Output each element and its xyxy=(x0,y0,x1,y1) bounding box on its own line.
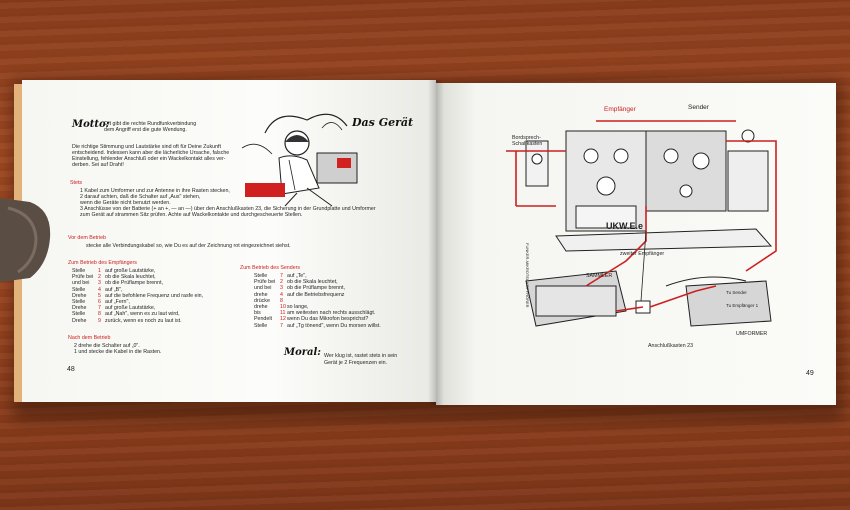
col1-step-text: auf große Lautstärke, xyxy=(105,268,156,274)
col2-word: drücke xyxy=(254,297,270,304)
col1-step-number: 7 xyxy=(98,305,101,312)
col1-step-number: 1 xyxy=(98,268,101,274)
cartoon-illustration xyxy=(241,113,358,207)
label-to-empfaenger: Tu Empfänger 1 xyxy=(726,303,759,308)
col1-step-number: 9 xyxy=(98,317,101,324)
after-line-2: 1 und stecke die Kabel in die Rasten. xyxy=(74,349,162,355)
col1-step-number: 3 xyxy=(98,280,101,287)
section-stets-title: Stets xyxy=(70,180,83,186)
col2-step-number: 8 xyxy=(280,297,283,304)
col1-step-number: 8 xyxy=(98,311,101,318)
col1-word: Prüfe bei xyxy=(72,274,94,281)
col1-step-text: ob die Skala leuchtet, xyxy=(105,274,156,281)
stets-line-1: 1 Kabel zum Umformer und zur Antenne in … xyxy=(80,188,230,194)
col2-word: Pendelt xyxy=(254,316,272,323)
intro-line-2: entscheidend. Indessen kann aber die läc… xyxy=(72,150,230,156)
col1-word: Stelle xyxy=(72,299,86,305)
col1-word: Drehe xyxy=(72,305,87,312)
stets-line-3: wenn die Geräte nicht benutzt werden. xyxy=(80,200,171,206)
stets-line-4: 3 Anschlüsse von der Batterie (+ an +, —… xyxy=(80,206,376,212)
book-gutter xyxy=(428,80,444,405)
right-page-number: 49 xyxy=(806,370,814,377)
col1-step-text: ob die Prüflampe brennt, xyxy=(105,280,164,287)
col1-step-text: auf große Lautstärke, xyxy=(105,305,156,312)
device-code: UKW.E.e xyxy=(606,221,644,231)
col2-title: Zum Betrieb des Senders xyxy=(240,265,301,271)
col1-step-number: 6 xyxy=(98,299,101,305)
after-line-1: 2 drehe die Schalter auf „0". xyxy=(74,343,140,349)
right-page: Empfänger Sender Bordsprech- Schaltkaste… xyxy=(436,83,836,405)
col2-step-number: 10 xyxy=(280,304,286,310)
motto-line-1: Oft gibt die rechte Rundfunkverbindung xyxy=(104,121,197,127)
label-sammler: SAMMLER xyxy=(586,273,613,279)
label-umformer: UMFORMER xyxy=(736,331,768,337)
label-funker: FUNKER-MIKROTEL KOPFHÖRER xyxy=(525,243,530,308)
label-sender: Sender xyxy=(688,104,709,111)
motto-line-2: dem Angriff erst die gute Wendung. xyxy=(104,127,187,133)
col2-step-text: auf „Te", xyxy=(287,273,307,279)
col1-word: Drehe xyxy=(72,317,87,324)
col2-step-text: auf „Tg tönend", wenn Du morsen willst. xyxy=(287,322,381,329)
vor-text: stecke alle Verbindungskabel so, wie Du … xyxy=(86,243,291,249)
col2-word: Stelle xyxy=(254,322,268,329)
col2-word: Stelle xyxy=(254,273,268,279)
col2-step-number: 4 xyxy=(280,291,283,298)
col1-step-number: 4 xyxy=(98,286,101,293)
left-page-number: 48 xyxy=(67,366,75,373)
label-zweiter-empfaenger: zweiter Empfänger xyxy=(620,251,665,257)
col2-step-number: 2 xyxy=(280,279,283,286)
moral-label: Moral: xyxy=(284,347,321,358)
label-empfaenger: Empfänger xyxy=(604,106,636,113)
col1-step-text: zurück, wenn es noch zu laut ist. xyxy=(105,317,182,324)
col2-step-text: ob die Prüflampe brennt, xyxy=(287,285,346,292)
intro-line-4: derben. Sei auf Draht! xyxy=(72,162,124,168)
col1-word: Stelle xyxy=(72,286,86,293)
after-title: Nach dem Betrieb xyxy=(68,335,111,341)
section-vor-title: Vor dem Betrieb xyxy=(68,235,106,241)
col2-step-number: 7 xyxy=(280,322,283,329)
wiring-diagram xyxy=(506,120,777,327)
col2-step-number: 11 xyxy=(280,310,286,317)
intro-line-1: Die richtige Stimmung und Lautstärke sin… xyxy=(72,144,221,150)
left-page: Motto: Oft gibt die rechte Rundfunkverbi… xyxy=(22,80,436,402)
col2-step-number: 3 xyxy=(280,285,283,292)
col1-title: Zum Betrieb des Empfängers xyxy=(68,260,137,266)
col2-step-text: auf die Betriebsfrequenz xyxy=(287,291,345,298)
col1-word: Stelle xyxy=(72,268,86,274)
col2-step-number: 7 xyxy=(280,273,283,279)
col2-word: drehe xyxy=(254,304,268,310)
col1-step-text: auf „Nah", wenn es zu laut wird, xyxy=(105,311,180,318)
col1-word: und bei xyxy=(72,280,90,287)
col1-step-text: auf „Fern", xyxy=(105,299,130,305)
moral-line-2: Gerät je 2 Frequenzen ein. xyxy=(324,360,388,366)
col2-step-text: so lange, xyxy=(287,304,309,310)
stets-line-5: zum Gerät auf strammen Sitz prüfen. Acht… xyxy=(80,212,303,218)
col1-step-number: 5 xyxy=(98,292,101,299)
col2-word: drehe xyxy=(254,291,268,298)
col2-word: Prüfe bei xyxy=(254,279,276,286)
col2-step-text: am weitesten nach rechts ausschlägt. xyxy=(287,310,376,317)
stets-line-2: 2 darauf achten, daß die Schalter auf „A… xyxy=(80,194,201,200)
col2-word: bis xyxy=(254,310,261,317)
col1-step-text: auf „B", xyxy=(105,286,123,293)
motto-label: Motto: xyxy=(72,119,110,130)
col1-step-number: 2 xyxy=(98,274,101,281)
label-to-sender: Tu Sender xyxy=(726,290,747,295)
moral-line-1: Wer klug ist, rastet stets in sein xyxy=(324,353,398,359)
col1-step-text: auf die befohlene Frequenz und rasfe ein… xyxy=(105,292,204,299)
label-anschlusskasten: Anschlußkasten 23 xyxy=(648,343,694,349)
page-heading: Das Gerät xyxy=(352,116,414,129)
label-bordsprech: Bordsprech- xyxy=(512,135,541,141)
intro-line-3: Einstellung, fehlender Anschluß oder ein… xyxy=(72,156,226,162)
metal-clip xyxy=(0,198,51,282)
col1-word: Stelle xyxy=(72,311,86,318)
col2-step-number: 12 xyxy=(280,316,286,323)
col2-word: und bei xyxy=(254,285,272,292)
col2-step-text: wenn Du das Mikrofon besprichst? xyxy=(287,316,369,323)
col1-word: Drehe xyxy=(72,292,87,299)
label-schaltkasten: Schaltkasten xyxy=(512,141,543,147)
col2-step-text: ob die Skala leuchtet, xyxy=(287,279,338,286)
